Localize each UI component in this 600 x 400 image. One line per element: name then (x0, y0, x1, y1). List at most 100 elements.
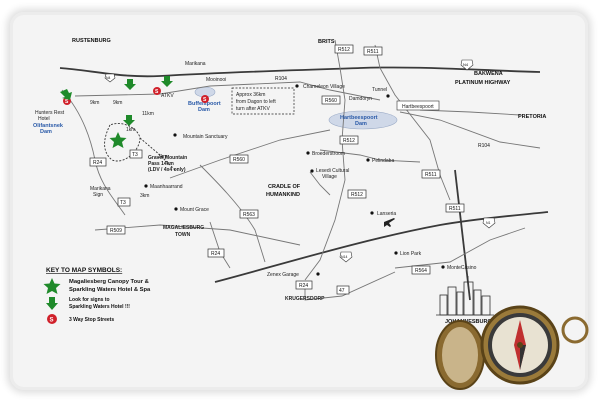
route-label-r509: R509 (106, 225, 126, 235)
road-r560 (169, 129, 331, 179)
place-marikana: Marikana (185, 61, 206, 67)
green-arrow-icon (161, 76, 173, 87)
svg-text:R560: R560 (233, 157, 245, 163)
legend-arrow-line-2: Sparkling Waters Hotel !!! (69, 304, 130, 310)
gravel-pass-trail-2 (139, 137, 176, 171)
green-arrow-icon (60, 89, 72, 100)
route-label-r511-right: R511 (421, 169, 441, 179)
place-lanseria: Lanseria (377, 211, 396, 217)
road-r509 (94, 224, 301, 246)
green-arrow-icon (46, 297, 58, 310)
svg-text:S: S (50, 318, 54, 324)
svg-text:R512: R512 (343, 138, 355, 144)
place-marikana-sign-1: Marikana (90, 186, 111, 192)
highway-shield-icon-n4-right: N4 (460, 59, 474, 71)
note-line-3: turn after ATKV (236, 106, 270, 112)
route-label-r512-mid: R512 (339, 135, 359, 145)
dam-olifantsnek-2: Dam (40, 129, 52, 135)
place-lesedi-1: Lesedi Cultural (316, 168, 349, 174)
place-pelindaba: Pelindaba (372, 158, 394, 164)
label-magaliesburg-1: MAGALIESBURG (163, 225, 204, 231)
distance-5: 3km (158, 154, 167, 160)
dam-olifantsnek-1: Olifantsnek (33, 123, 64, 129)
place-lesedi-2: Village (322, 174, 337, 180)
place-hunters-rest-1: Hunters Rest (35, 110, 65, 116)
route-label-r104-top: R104 (275, 76, 287, 82)
place-marikana-sign-2: Sign (93, 192, 103, 198)
route-label-t3-b: T3 (117, 197, 131, 207)
route-label-r511-top: R511 (363, 46, 383, 56)
place-chameleon: Chameleon Village (303, 84, 345, 90)
route-label-r512-low: R512 (347, 189, 367, 199)
svg-text:N1: N1 (486, 221, 491, 225)
highway-shield-icon-n1: N1 (482, 217, 496, 229)
route-label-r104-right: R104 (478, 143, 490, 149)
road-broederstroom (319, 149, 421, 163)
stop-sign-icon: S (153, 87, 161, 95)
label-bakwena: BAKWENA (474, 71, 503, 77)
svg-text:R563: R563 (243, 212, 255, 218)
place-atkv: ATKV (161, 93, 174, 99)
svg-text:R104: R104 (478, 143, 490, 149)
star-icon (109, 132, 127, 148)
road-r564 (394, 227, 526, 269)
dam-buffelspoort-2: Dam (198, 107, 210, 113)
place-hartbeespoort: Hartbeespoort (402, 104, 434, 110)
road-r512-south (304, 179, 346, 281)
distance-3: 11km (142, 111, 154, 117)
n4-highway (59, 66, 541, 78)
compass-icon (435, 305, 589, 390)
label-platinum-highway: PLATINUM HIGHWAY (455, 80, 511, 86)
road-r104-west (74, 81, 381, 101)
label-brits: BRITS (318, 39, 335, 45)
svg-text:T3: T3 (132, 152, 138, 158)
route-label-r511-low: R511 (445, 203, 465, 213)
svg-text:R511: R511 (425, 172, 437, 178)
place-dots (144, 84, 445, 276)
road-lesedi (309, 171, 331, 196)
place-lion-park: Lion Park (400, 251, 422, 257)
route-label-r24-left: R24 (89, 157, 107, 167)
route-label-47: 47 (336, 285, 350, 295)
star-icon (43, 278, 61, 294)
svg-text:R509: R509 (110, 228, 122, 234)
dam-hartbeespoort-1: Hartbeespoort (340, 115, 378, 121)
place-tunnel: Tunnel (372, 87, 387, 93)
label-cradle-2: HUMANKIND (266, 192, 300, 198)
road-r512-north (334, 39, 346, 181)
note-line-1: Approx 36km (236, 92, 265, 98)
route-label-r563: R563 (239, 209, 259, 219)
highway-shield-icon-n14: N14 (339, 251, 353, 263)
place-broederstroom: Broederstroom (312, 151, 345, 157)
distance-1: 9km (90, 100, 99, 106)
legend-star-line-2: Sparkling Waters Hotel & Spa (69, 287, 151, 293)
label-magaliesburg-2: TOWN (175, 232, 191, 238)
n14-highway (214, 211, 549, 283)
label-rustenburg: RUSTENBURG (72, 38, 111, 44)
city-skyline-icon (436, 276, 494, 316)
distance-note-box (231, 87, 295, 115)
hartbeespoort-box (396, 100, 440, 111)
svg-text:S: S (155, 89, 159, 95)
svg-text:R24: R24 (299, 283, 308, 289)
green-arrow-icon (123, 115, 135, 126)
route-label-r512-top: R512 (334, 44, 354, 54)
legend-title: KEY TO MAP SYMBOLS: (46, 267, 122, 274)
gravel-note-1: Gravel Mountain (148, 155, 187, 161)
stop-sign-icon: S (47, 314, 57, 324)
road-pretoria (419, 109, 521, 116)
label-krugersdorp: KRUGERSDORP (285, 296, 325, 302)
highway-shield-icon-n4-left: N4 (104, 73, 116, 83)
place-mooinooi: Mooinooi (206, 77, 226, 83)
stop-sign-icon: S (201, 95, 209, 103)
hartbeespoort-dam-water (328, 110, 398, 130)
svg-text:R512: R512 (351, 192, 363, 198)
legend-stop-line: 3 Way Stop Streets (69, 317, 114, 323)
road-r511 (374, 44, 451, 201)
gravel-note-3: (LDV / 4x4 only) (148, 167, 186, 173)
svg-text:N4: N4 (106, 76, 111, 80)
svg-text:S: S (65, 99, 69, 105)
route-label-r24-low: R24 (207, 248, 225, 258)
place-damdoryn: Damdoryn (349, 96, 372, 102)
